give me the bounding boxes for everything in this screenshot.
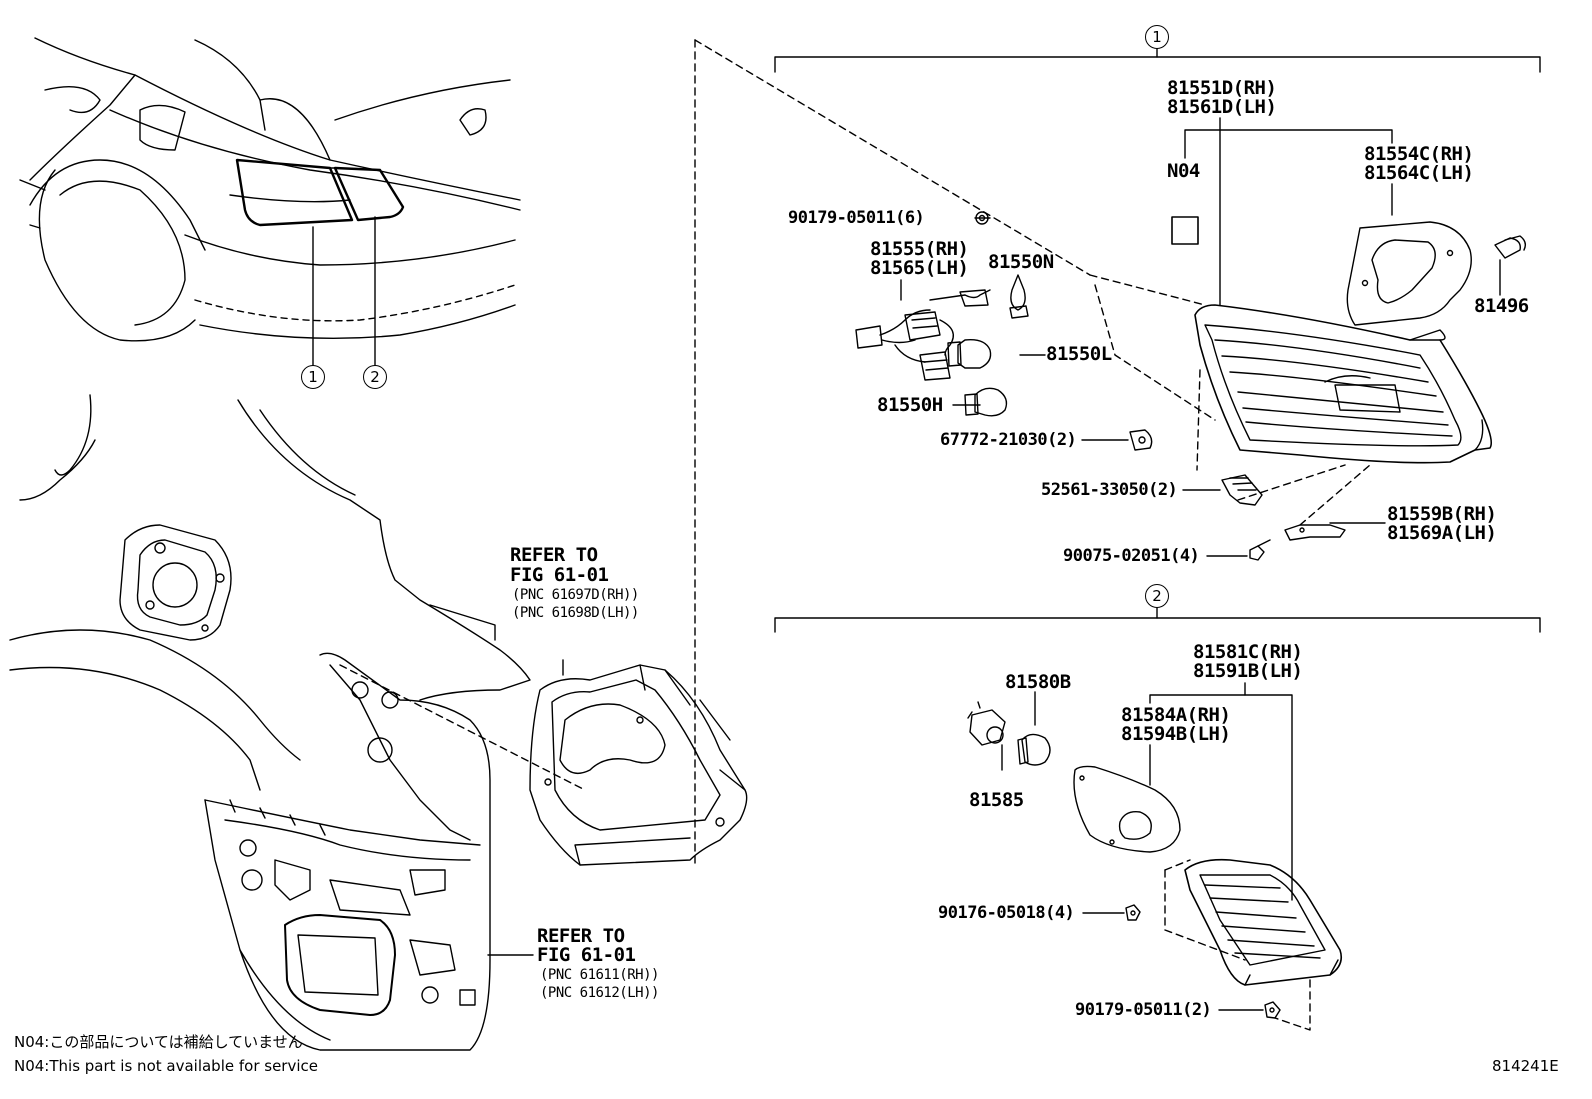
refer-to-1-line4: (PNC 61698D(LH)) [512,605,639,621]
bulb-81550h-icon [964,387,1008,417]
part-label-81564c: 81564C(LH) [1364,162,1474,184]
part-label-81550n: 81550N [988,251,1054,273]
rear-lamp-81581c-icon [1184,858,1343,986]
part-label-81550h: 81550H [877,394,943,416]
figure-id: 814241E [1492,1057,1559,1075]
part-label-81551d: 81551D(RH) [1167,77,1277,99]
refer-to-1-line2: FIG 61-01 [510,564,609,586]
bracket-81559b-icon [1284,524,1346,541]
leader-lines-section-2 [1001,682,1293,1011]
leader-lines-section-1 [900,117,1501,557]
footnote-japanese: N04:この部品については補給していません [14,1033,303,1051]
part-label-81580b: 81580B [1005,671,1071,693]
part-label-81561d: 81561D(LH) [1167,96,1277,118]
label-square [1171,216,1199,245]
refer-to-2-line3: (PNC 61611(RH)) [540,967,659,983]
footnote-english: N04:This part is not available for servi… [14,1057,318,1075]
part-label-81581c: 81581C(RH) [1193,641,1303,663]
bulb-81580b-icon [1017,733,1051,766]
part-label-81550l: 81550L [1046,343,1112,365]
part-label-81594b: 81594B(LH) [1121,723,1231,745]
part-label-81584a: 81584A(RH) [1121,704,1231,726]
part-label-81555: 81555(RH) [870,238,969,260]
section-1-bracket [774,48,1541,73]
clip-81496-icon [1494,235,1527,259]
part-label-81585: 81585 [969,789,1024,811]
bolt-bottom-icon [1264,1001,1281,1019]
dashed-guides [339,39,1371,1031]
socket-81585-icon [967,701,1006,746]
refer-to-2-line1: REFER TO [537,925,625,947]
part-label-81591b: 81591B(LH) [1193,660,1303,682]
car-rear-overview [19,37,521,366]
tail-lamp-81551d-icon [1194,304,1493,464]
part-label-81496: 81496 [1474,295,1529,317]
refer-to-2-line4: (PNC 61612(LH)) [540,985,659,1001]
bulb-81550n-icon [1009,274,1029,319]
clip-icon [1129,429,1153,451]
callout-2-top: 2 [1145,584,1169,608]
part-label-90179-2: 90179-05011(2) [1075,1000,1212,1020]
nut-icon [1125,904,1141,921]
part-label-81569a: 81569A(LH) [1387,522,1497,544]
section-2-bracket [774,607,1541,633]
gasket-81584a-icon [1073,765,1181,853]
bolt-icon [975,211,989,225]
callout-2-car: 2 [363,365,387,389]
part-label-81559b: 81559B(RH) [1387,503,1497,525]
screw-icon [1249,539,1271,561]
bulb-81550l-icon [947,339,992,369]
part-label-81565: 81565(LH) [870,257,969,279]
refer-to-1-line3: (PNC 61697D(RH)) [512,587,639,603]
part-label-90179-6: 90179-05011(6) [788,208,925,228]
part-label-81554c: 81554C(RH) [1364,143,1474,165]
part-label-52561: 52561-33050(2) [1041,480,1178,500]
part-label-90075: 90075-02051(4) [1063,546,1200,566]
inner-panel-drawing [529,659,748,866]
part-label-67772: 67772-21030(2) [940,430,1077,450]
quarter-panel-drawing [9,394,534,1051]
part-label-n04: N04 [1167,160,1200,182]
callout-1-top: 1 [1145,25,1169,49]
wire-harness-icon [855,289,991,381]
refer-to-1-line1: REFER TO [510,544,598,566]
part-label-90176: 90176-05018(4) [938,903,1075,923]
callout-1-car: 1 [301,365,325,389]
bracket-52561-icon [1221,474,1263,506]
gasket-81554c-icon [1346,221,1472,326]
refer-to-2-line2: FIG 61-01 [537,944,636,966]
